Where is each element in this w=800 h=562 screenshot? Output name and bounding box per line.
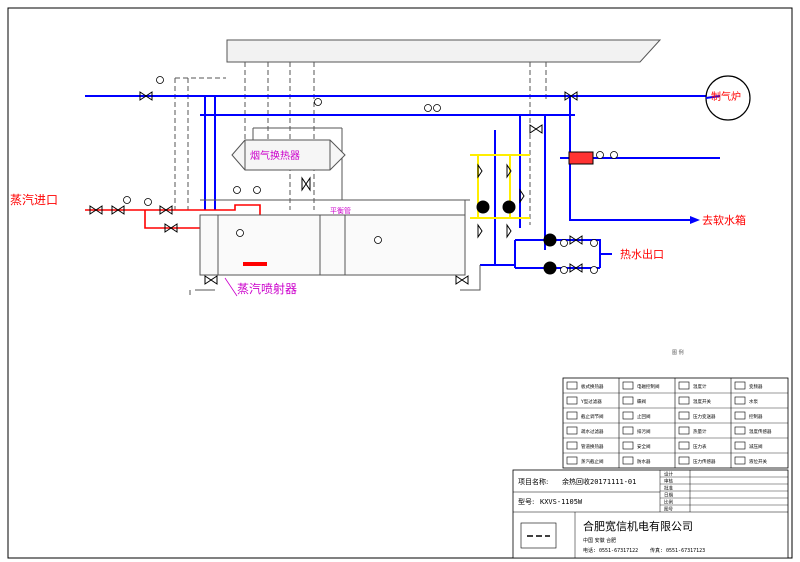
legend-header: 图 例 <box>672 349 684 356</box>
legend-item-label: 压力表 <box>693 443 707 450</box>
legend-item-label: 蝶阀 <box>637 398 646 405</box>
project-label: 项目名称: <box>518 477 548 486</box>
company-phone: 电话: 0551-67317122 <box>583 547 638 554</box>
soft-water-tank-label: 去软水箱 <box>702 213 746 227</box>
legend-symbol-icon <box>622 426 634 435</box>
legend-item-label: 排污阀 <box>637 428 651 435</box>
legend-item-label: 温度计 <box>693 383 707 390</box>
legend-item-label: 热量计 <box>693 428 707 435</box>
legend-symbol-icon <box>678 441 690 450</box>
legend-item-label: 电磁控制阀 <box>637 383 660 390</box>
legend-symbol-icon <box>678 381 690 390</box>
main-unit <box>199 214 466 276</box>
company-name: 合肥宽信机电有限公司 <box>583 519 693 533</box>
legend-symbol-icon <box>734 456 746 465</box>
legend-item-label: 减压阀 <box>749 443 763 450</box>
company-address: 中国 安徽 合肥 <box>583 537 616 544</box>
valves <box>89 91 583 285</box>
legend-item-label: 板式换热器 <box>581 383 604 390</box>
title-row-label: 设计 <box>664 471 673 478</box>
legend-symbol-icon <box>622 441 634 450</box>
legend-symbol-icon <box>678 426 690 435</box>
drawing-frame <box>7 7 793 559</box>
legend-symbol-icon <box>678 456 690 465</box>
legend-item-label: Y型过滤器 <box>580 398 602 405</box>
model-label: 型号: <box>518 497 534 506</box>
ejector-leader <box>224 277 238 297</box>
legend-symbol-icon <box>622 411 634 420</box>
legend-item-label: 安全阀 <box>637 443 651 450</box>
company-fax: 传真: 0551-67317123 <box>650 547 705 554</box>
project-value: 余热回收20171111-01 <box>562 477 636 486</box>
flue-gas-heat-exchanger <box>231 139 346 171</box>
boiler-label: 制气炉 <box>711 90 741 103</box>
gauges <box>123 76 618 274</box>
legend-item-label: 压力传感器 <box>693 458 716 465</box>
legend-symbol-icon <box>566 411 578 420</box>
legend-symbol-icon <box>734 441 746 450</box>
steam-ejector-label: 蒸汽喷射器 <box>237 281 297 296</box>
hot-water-outlet-label: 热水出口 <box>620 247 664 261</box>
flue-gas-hx-label: 烟气换热器 <box>250 149 300 162</box>
legend-item-label: 控制器 <box>749 413 763 420</box>
legend-item-label: 液位开关 <box>749 458 767 465</box>
soft-water-arrow <box>690 216 700 224</box>
flue-dashed-lines <box>174 62 547 298</box>
ejector-nozzle <box>243 262 267 266</box>
legend-item-label: 压力变送器 <box>693 413 716 420</box>
legend-symbol-icon <box>678 411 690 420</box>
legend-item-label: 温度传感器 <box>749 428 772 435</box>
pumps <box>476 200 557 275</box>
legend-symbol-icon <box>566 456 578 465</box>
legend-item-label: 水泵 <box>749 398 758 405</box>
legend-item-label: 防水器 <box>637 458 651 465</box>
title-row-label: 日期 <box>664 493 673 499</box>
balance-pipe-label: 平衡管 <box>330 206 351 215</box>
boiler <box>705 75 751 121</box>
legend-symbol-icon <box>622 456 634 465</box>
legend-symbol-icon <box>566 381 578 390</box>
legend-symbol-icon <box>678 396 690 405</box>
legend-item-label: 温度开关 <box>693 398 711 405</box>
flue-duct <box>226 39 662 63</box>
internal-pipes <box>195 127 481 291</box>
legend-symbol-icon <box>734 426 746 435</box>
legend-item-label: 管道换热器 <box>581 443 604 450</box>
legend-symbol-icon <box>622 381 634 390</box>
heat-meter <box>568 151 594 165</box>
legend-symbol-icon <box>566 426 578 435</box>
title-row-label: 批准 <box>664 485 673 492</box>
legend-symbol-icon <box>566 396 578 405</box>
legend-symbol-icon <box>734 396 746 405</box>
legend-item-label: 变频器 <box>749 383 763 390</box>
legend-item-label: 止回阀 <box>637 413 651 420</box>
model-value: KXVS-1105W <box>540 498 583 506</box>
water-pipes <box>85 95 720 269</box>
company-logo <box>520 522 557 549</box>
legend-item-label: 疏水过滤器 <box>581 428 604 435</box>
title-row-label: 审核 <box>664 478 673 485</box>
title-row-label: 比例 <box>664 499 673 506</box>
legend-symbol-icon <box>734 381 746 390</box>
legend-symbol-icon <box>566 441 578 450</box>
legend-symbol-icon <box>622 396 634 405</box>
steam-inlet-label: 蒸汽进口 <box>10 192 58 207</box>
legend-item-label: 蒸汽截止阀 <box>581 458 604 465</box>
legend-symbol-icon <box>734 411 746 420</box>
legend-item-label: 截止调节阀 <box>581 413 604 420</box>
title-row-label: 图号 <box>664 507 673 513</box>
